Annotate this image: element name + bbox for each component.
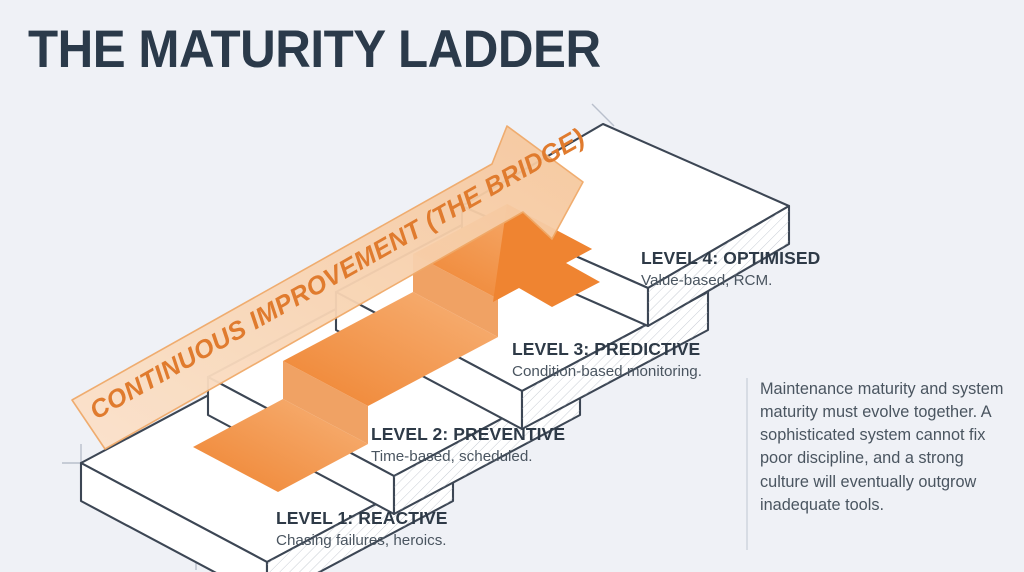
page-title: THE MATURITY LADDER: [28, 20, 601, 79]
level-1-heading: LEVEL 1: REACTIVE: [276, 508, 448, 528]
level-2-heading: LEVEL 2: PREVENTIVE: [371, 424, 566, 444]
progress-ribbon-arrow: [193, 204, 600, 492]
level-label-4: LEVEL 4: OPTIMISED Value-based, RCM.: [641, 248, 820, 291]
level-4-subtext: Value-based, RCM.: [641, 271, 773, 289]
level-1-subtext: Chasing failures, heroics.: [276, 531, 447, 549]
level-label-3: LEVEL 3: PREDICTIVE Condition-based moni…: [512, 339, 702, 382]
note-divider: [746, 378, 748, 550]
level-2-subtext: Time-based, scheduled.: [371, 447, 533, 465]
level-3-subtext: Condition-based monitoring.: [512, 362, 702, 380]
level-label-2: LEVEL 2: PREVENTIVE Time-based, schedule…: [371, 424, 565, 467]
level-4-heading: LEVEL 4: OPTIMISED: [641, 248, 821, 268]
level-3-heading: LEVEL 3: PREDICTIVE: [512, 339, 701, 359]
level-label-1: LEVEL 1: REACTIVE Chasing failures, hero…: [276, 508, 448, 551]
side-note: Maintenance maturity and system maturity…: [760, 380, 1004, 514]
continuous-improvement-banner: [71, 125, 584, 450]
